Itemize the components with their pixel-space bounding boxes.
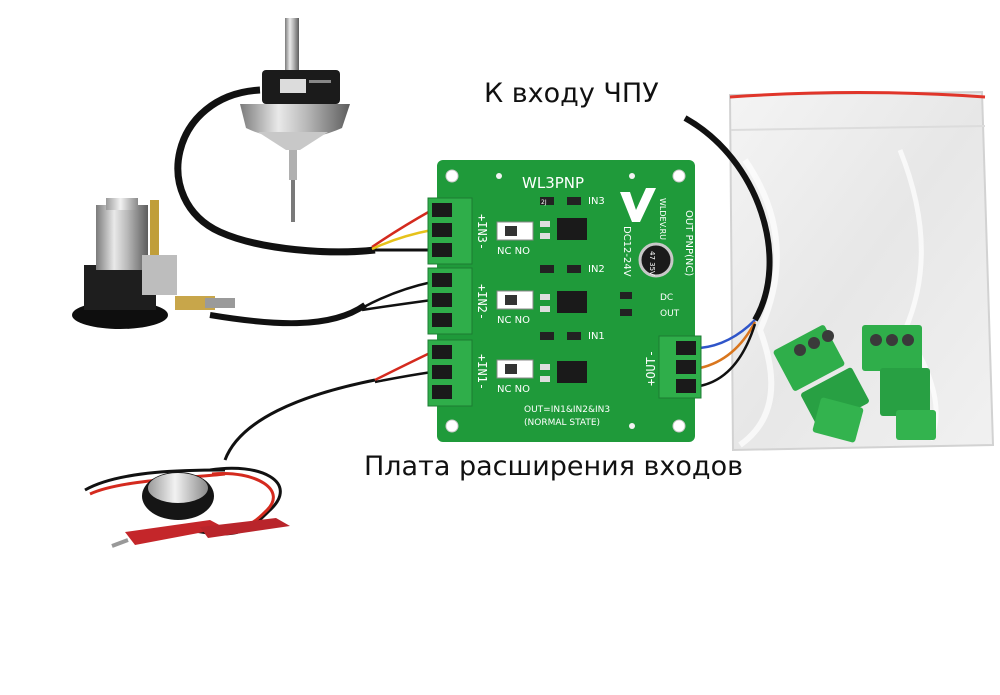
board-brand: WLDEV.RU xyxy=(658,198,667,240)
led-label-out: OUT xyxy=(660,309,680,319)
board-logic-note: (NORMAL STATE) xyxy=(524,418,600,428)
sensor-cable xyxy=(223,350,433,461)
components-row-2 xyxy=(540,265,587,313)
switch-in3 xyxy=(496,221,534,241)
terminal-label-in3: +IN3- xyxy=(475,214,489,250)
capacitor: 47 35V xyxy=(638,242,674,278)
switch-label-in3: NC NO xyxy=(497,246,530,257)
tool-setter-icon xyxy=(72,198,235,329)
caption-cnc-input: К входу ЧПУ xyxy=(484,78,659,109)
led-label-in1: IN1 xyxy=(588,331,605,342)
switch-label-in2: NC NO xyxy=(497,315,530,326)
terminal-label-in1: +IN1- xyxy=(475,354,489,390)
led-label-in3: IN3 xyxy=(588,196,605,207)
terminal-plug-icon xyxy=(773,325,869,443)
led-label-in2: IN2 xyxy=(588,264,605,275)
components-row-1 xyxy=(540,332,587,383)
switch-in2 xyxy=(496,290,534,310)
board-title: WL3PNP xyxy=(522,174,584,192)
terminal-label-in2: +IN2- xyxy=(475,284,489,320)
vl-logo-icon xyxy=(620,188,656,222)
input-terminal-in1 xyxy=(427,339,473,407)
probe-cable xyxy=(174,86,433,256)
caption-board-name: Плата расширения входов xyxy=(364,451,744,482)
led-label-dc: DC xyxy=(660,293,673,303)
resistor-code: 2J xyxy=(541,199,547,206)
cnc-output-cable xyxy=(683,115,773,388)
switch-label-in1: NC NO xyxy=(497,384,530,395)
tool-length-sensor-icon xyxy=(84,466,290,548)
input-terminal-in3 xyxy=(427,197,473,265)
tool-setter-cable xyxy=(209,280,433,327)
board-voltage: DC12-24V xyxy=(621,226,632,277)
components-row-3: 2J xyxy=(540,197,587,240)
board-output-type: OUT PNP(NC) xyxy=(683,210,694,276)
input-terminal-in2 xyxy=(427,267,473,335)
terminal-label-out: +OUT- xyxy=(644,350,658,386)
touch-probe-icon xyxy=(240,18,350,222)
board-logic: OUT=IN1&IN2&IN3 xyxy=(524,405,610,415)
output-terminal xyxy=(658,335,702,399)
capacitor-label: 47 35V xyxy=(648,251,656,276)
switch-in1 xyxy=(496,359,534,379)
expansion-board: WL3PNP +IN3- +IN2- +IN1- xyxy=(427,160,702,442)
terminal-plug-icon xyxy=(862,325,936,440)
connector-bag-icon xyxy=(728,90,995,452)
